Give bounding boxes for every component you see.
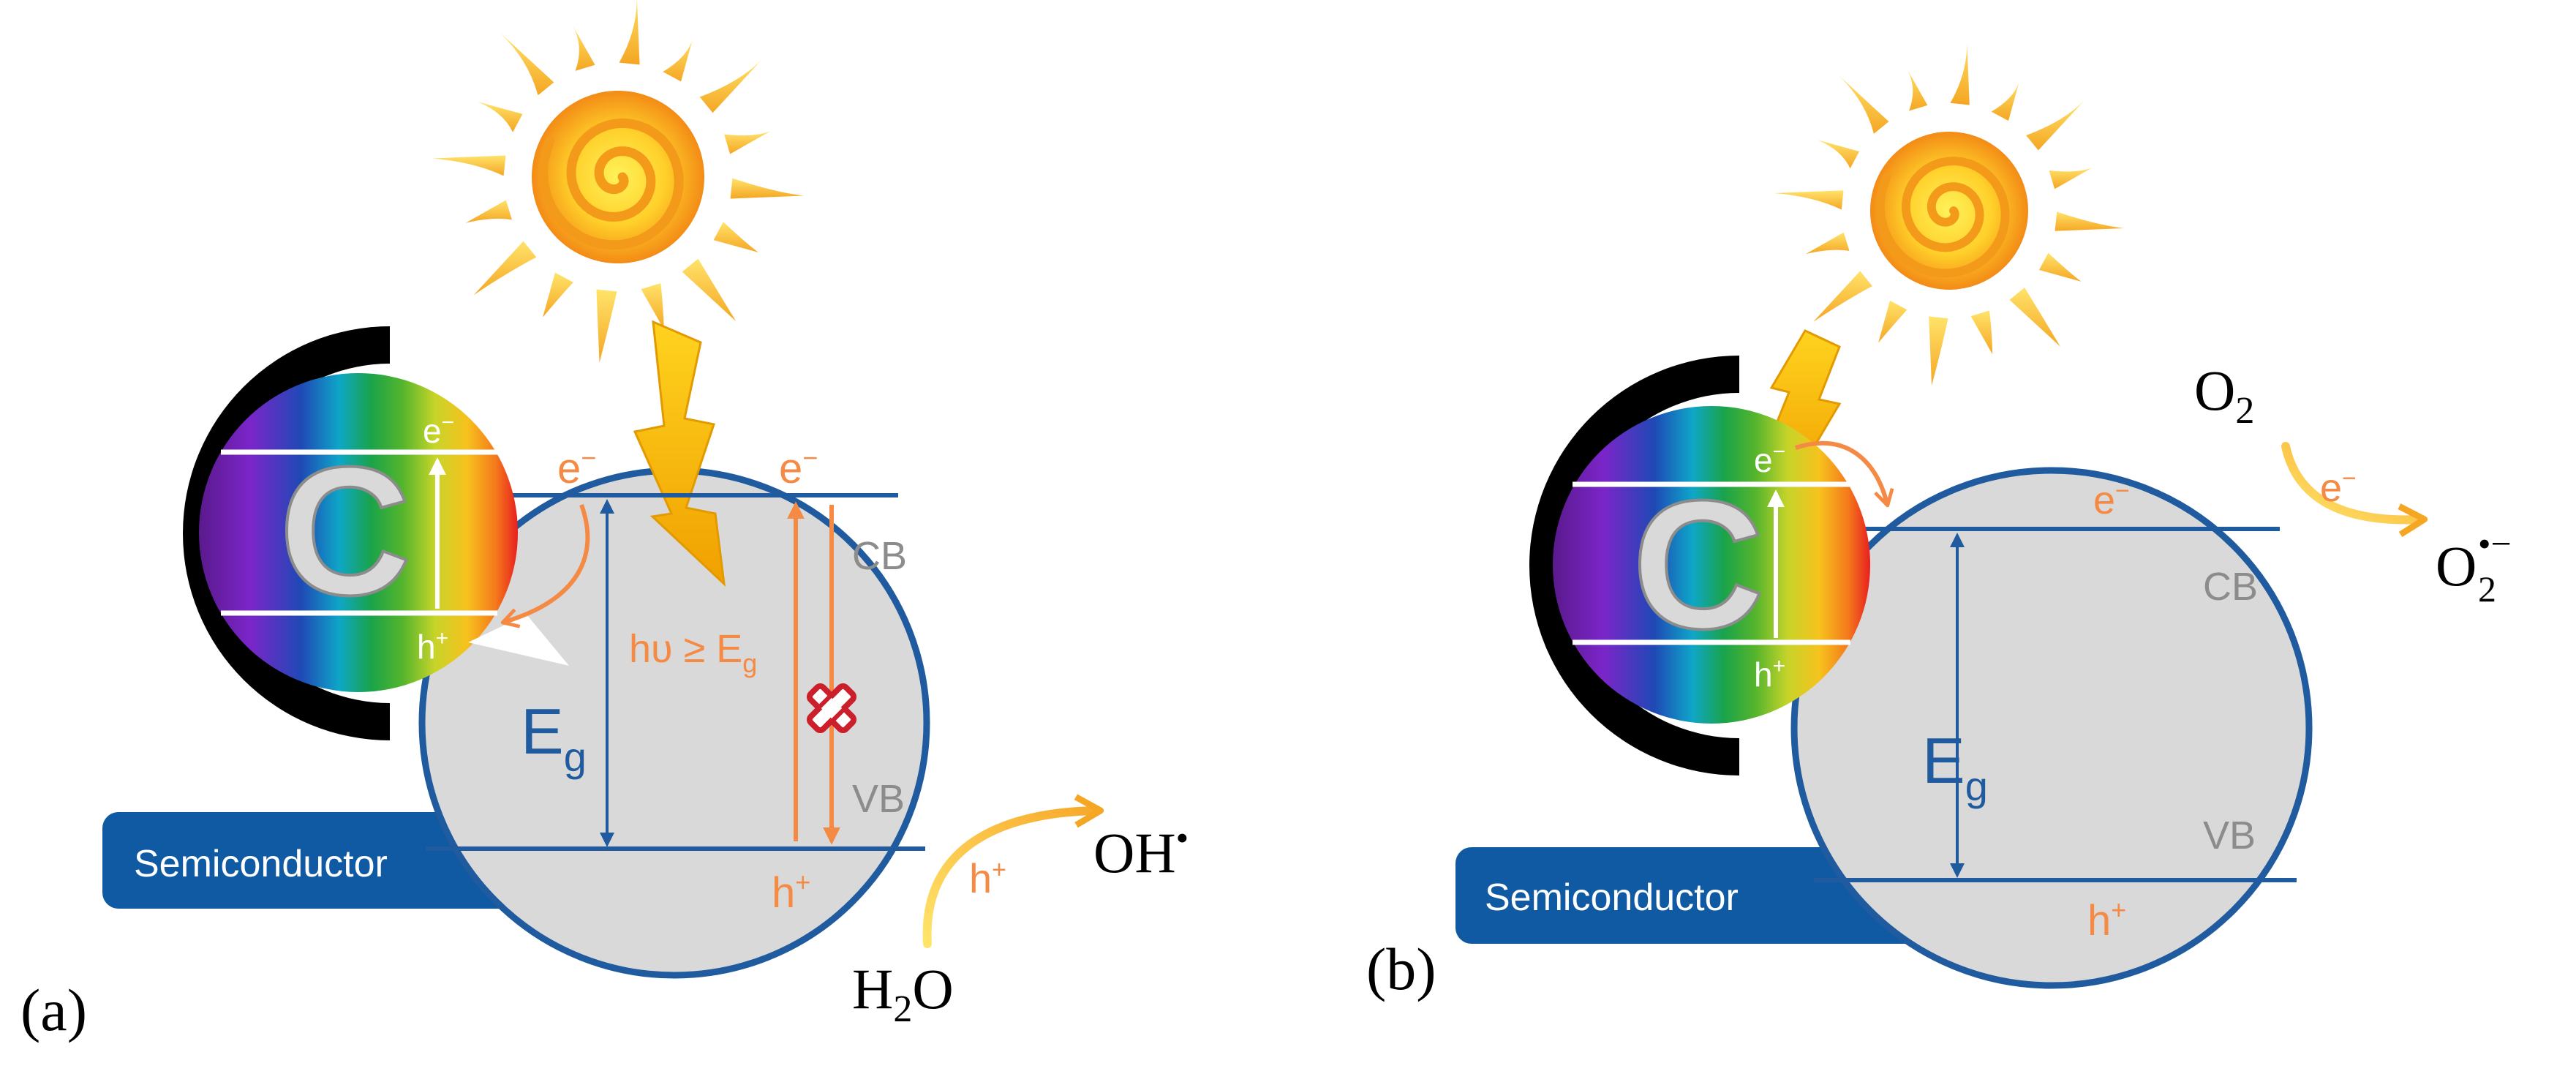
sun-ray <box>1813 271 1872 322</box>
sun-ray <box>2026 99 2085 151</box>
sun-ray <box>730 178 804 199</box>
dot-hole-label: h+ <box>1754 654 1785 694</box>
hole-transfer-wedge <box>468 615 569 666</box>
sun-ray <box>2009 288 2060 347</box>
sun-ray <box>478 102 523 132</box>
dot-electron-label: e− <box>1754 440 1785 479</box>
sun-ray <box>1878 300 1907 343</box>
sun-ray <box>713 222 758 252</box>
sun-ray <box>1991 78 2020 121</box>
sun-ray <box>724 131 771 154</box>
bandgap-label: Eg <box>521 695 587 780</box>
dot-electron-label: e− <box>423 410 454 450</box>
sun-ray <box>1838 75 1889 134</box>
semiconductor-label: Semiconductor <box>1485 876 1739 919</box>
sun-ray <box>699 59 763 113</box>
product-hydroxyl: OH• <box>1093 817 1189 885</box>
panel-label-b: (b) <box>1366 936 1436 1002</box>
sun-ray <box>1929 316 1948 386</box>
vb-label: VB <box>2203 814 2256 857</box>
transfer-electron-label: e− <box>557 443 596 492</box>
photon-energy-label: hυ ≥ Eg <box>629 627 757 678</box>
sun-ray <box>663 37 693 82</box>
electron-transfer-arrow <box>500 503 590 628</box>
vb-hole-label: h+ <box>772 867 810 917</box>
cb-label: CB <box>852 534 907 578</box>
arrow-hole-label: h+ <box>969 855 1006 901</box>
electron-transfer-arrow <box>1795 440 1894 508</box>
sun-swirl <box>538 118 684 250</box>
panel-b: Semiconductor Eg CB VB e− h+ C e− h+ <box>1366 36 2512 1002</box>
vb-label: VB <box>852 777 905 821</box>
carbon-letter: C <box>279 429 412 633</box>
sun-ray <box>596 289 617 363</box>
sun-ray <box>543 272 573 318</box>
sun-icon <box>1774 36 2124 386</box>
product-superoxide-sub: 2 <box>2478 568 2496 609</box>
semiconductor-particle <box>1790 467 2313 989</box>
sun-swirl <box>1875 157 2010 278</box>
sun-ray <box>641 283 664 330</box>
sun-ray <box>1774 190 1844 210</box>
bandgap-label: Eg <box>1922 724 1988 809</box>
cb-electron-label: e− <box>779 443 818 492</box>
cb-label: CB <box>2203 565 2258 609</box>
sun-ray <box>682 258 737 322</box>
cb-electron-label: e− <box>2093 477 2130 522</box>
cross-icon <box>806 683 857 734</box>
panel-label-a: (a) <box>20 977 87 1043</box>
sun-ray <box>1817 140 1860 169</box>
semiconductor-label: Semiconductor <box>134 843 388 885</box>
reactant-oxygen: O2 <box>2194 358 2254 432</box>
sun-ray <box>2038 252 2082 282</box>
sun-ray <box>465 200 512 223</box>
sun-ray <box>473 241 537 296</box>
sun-ray <box>500 32 554 96</box>
panel-a: Semiconductor Eg CB VB hυ ≥ Eg e− h+ <box>20 0 1189 1043</box>
product-superoxide: O •− 2 <box>2436 523 2512 609</box>
lightning-icon <box>633 320 726 587</box>
product-superoxide-sup: •− <box>2478 523 2512 564</box>
sun-ray <box>1905 67 1928 111</box>
vb-hole-label: h+ <box>2087 895 2126 945</box>
carbon-letter: C <box>1632 462 1765 666</box>
electron-reaction-arrow <box>2281 442 2428 538</box>
product-superoxide-main: O <box>2436 534 2477 598</box>
semiconductor-tag: Semiconductor <box>1455 847 1924 944</box>
sun-ray <box>1805 232 1850 255</box>
sun-ray <box>2055 211 2124 231</box>
sun-ray <box>432 155 506 176</box>
sun-ray <box>2049 167 2093 189</box>
dot-hole-label: h+ <box>417 626 448 666</box>
reactant-water: H2O <box>852 957 954 1030</box>
sun-ray <box>1950 36 1970 105</box>
sun-ray <box>572 24 595 71</box>
sun-ray <box>1970 310 1993 355</box>
sun-icon <box>432 0 804 363</box>
hole-reaction-arrow <box>922 794 1104 948</box>
arrow-electron-label: e− <box>2320 465 2357 510</box>
sun-ray <box>619 0 640 65</box>
